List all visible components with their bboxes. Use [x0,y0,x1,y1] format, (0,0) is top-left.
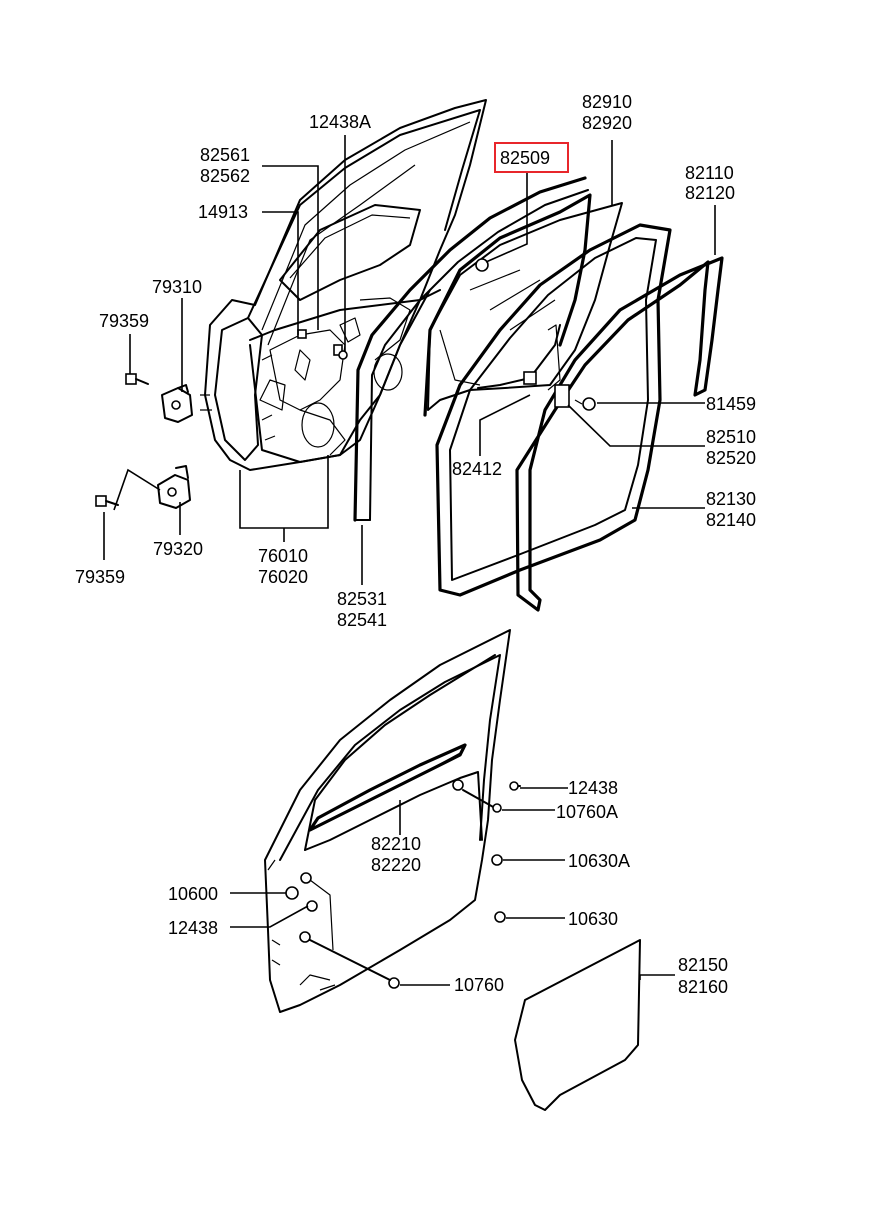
label-12438-right: 12438 [568,778,618,798]
label-79359-upper: 79359 [99,311,149,331]
glass-channel [423,193,592,417]
label-81459: 81459 [706,394,756,414]
door-shell [200,99,487,471]
label-76010: 76010 [258,546,308,566]
bottom-fasteners [285,779,521,989]
label-82920: 82920 [582,113,632,133]
label-82510: 82510 [706,427,756,447]
label-14913: 14913 [198,202,248,222]
body-weatherstrip-82110 [515,256,724,612]
label-79320: 79320 [153,539,203,559]
label-10600: 10600 [168,884,218,904]
run-channel [353,176,589,522]
label-12438A: 12438A [309,112,371,132]
door-glass [427,202,623,411]
lower-hinge [157,465,191,509]
highlight-box-82509 [494,142,569,173]
label-82220: 82220 [371,855,421,875]
label-79310: 79310 [152,277,202,297]
label-10760A: 10760A [556,802,618,822]
label-82910: 82910 [582,92,632,112]
door-trim-panel [264,629,511,1013]
label-82130: 82130 [706,489,756,509]
top-fasteners [338,258,596,411]
side-molding [514,939,641,1111]
label-10630: 10630 [568,909,618,929]
label-82562: 82562 [200,166,250,186]
label-82160: 82160 [678,977,728,997]
label-82541: 82541 [337,610,387,630]
label-82210: 82210 [371,834,421,854]
label-82412: 82412 [452,459,502,479]
upper-hinge [161,384,193,423]
label-82520: 82520 [706,448,756,468]
label-10760: 10760 [454,975,504,995]
leader-lines [103,135,716,986]
label-82120: 82120 [685,183,735,203]
label-12438-left: 12438 [168,918,218,938]
label-79359-lower: 79359 [75,567,125,587]
label-82531: 82531 [337,589,387,609]
label-82110: 82110 [685,163,734,183]
label-82561: 82561 [200,145,250,165]
label-82150: 82150 [678,955,728,975]
door-weatherstrip-82130 [435,223,672,597]
label-82509: 82509 [500,148,550,168]
part-labels: 12438A 82561 82562 14913 79310 79359 793… [75,92,756,997]
regulator [477,324,570,408]
label-82140: 82140 [706,510,756,530]
label-76020: 76020 [258,567,308,587]
label-10630A: 10630A [568,851,630,871]
